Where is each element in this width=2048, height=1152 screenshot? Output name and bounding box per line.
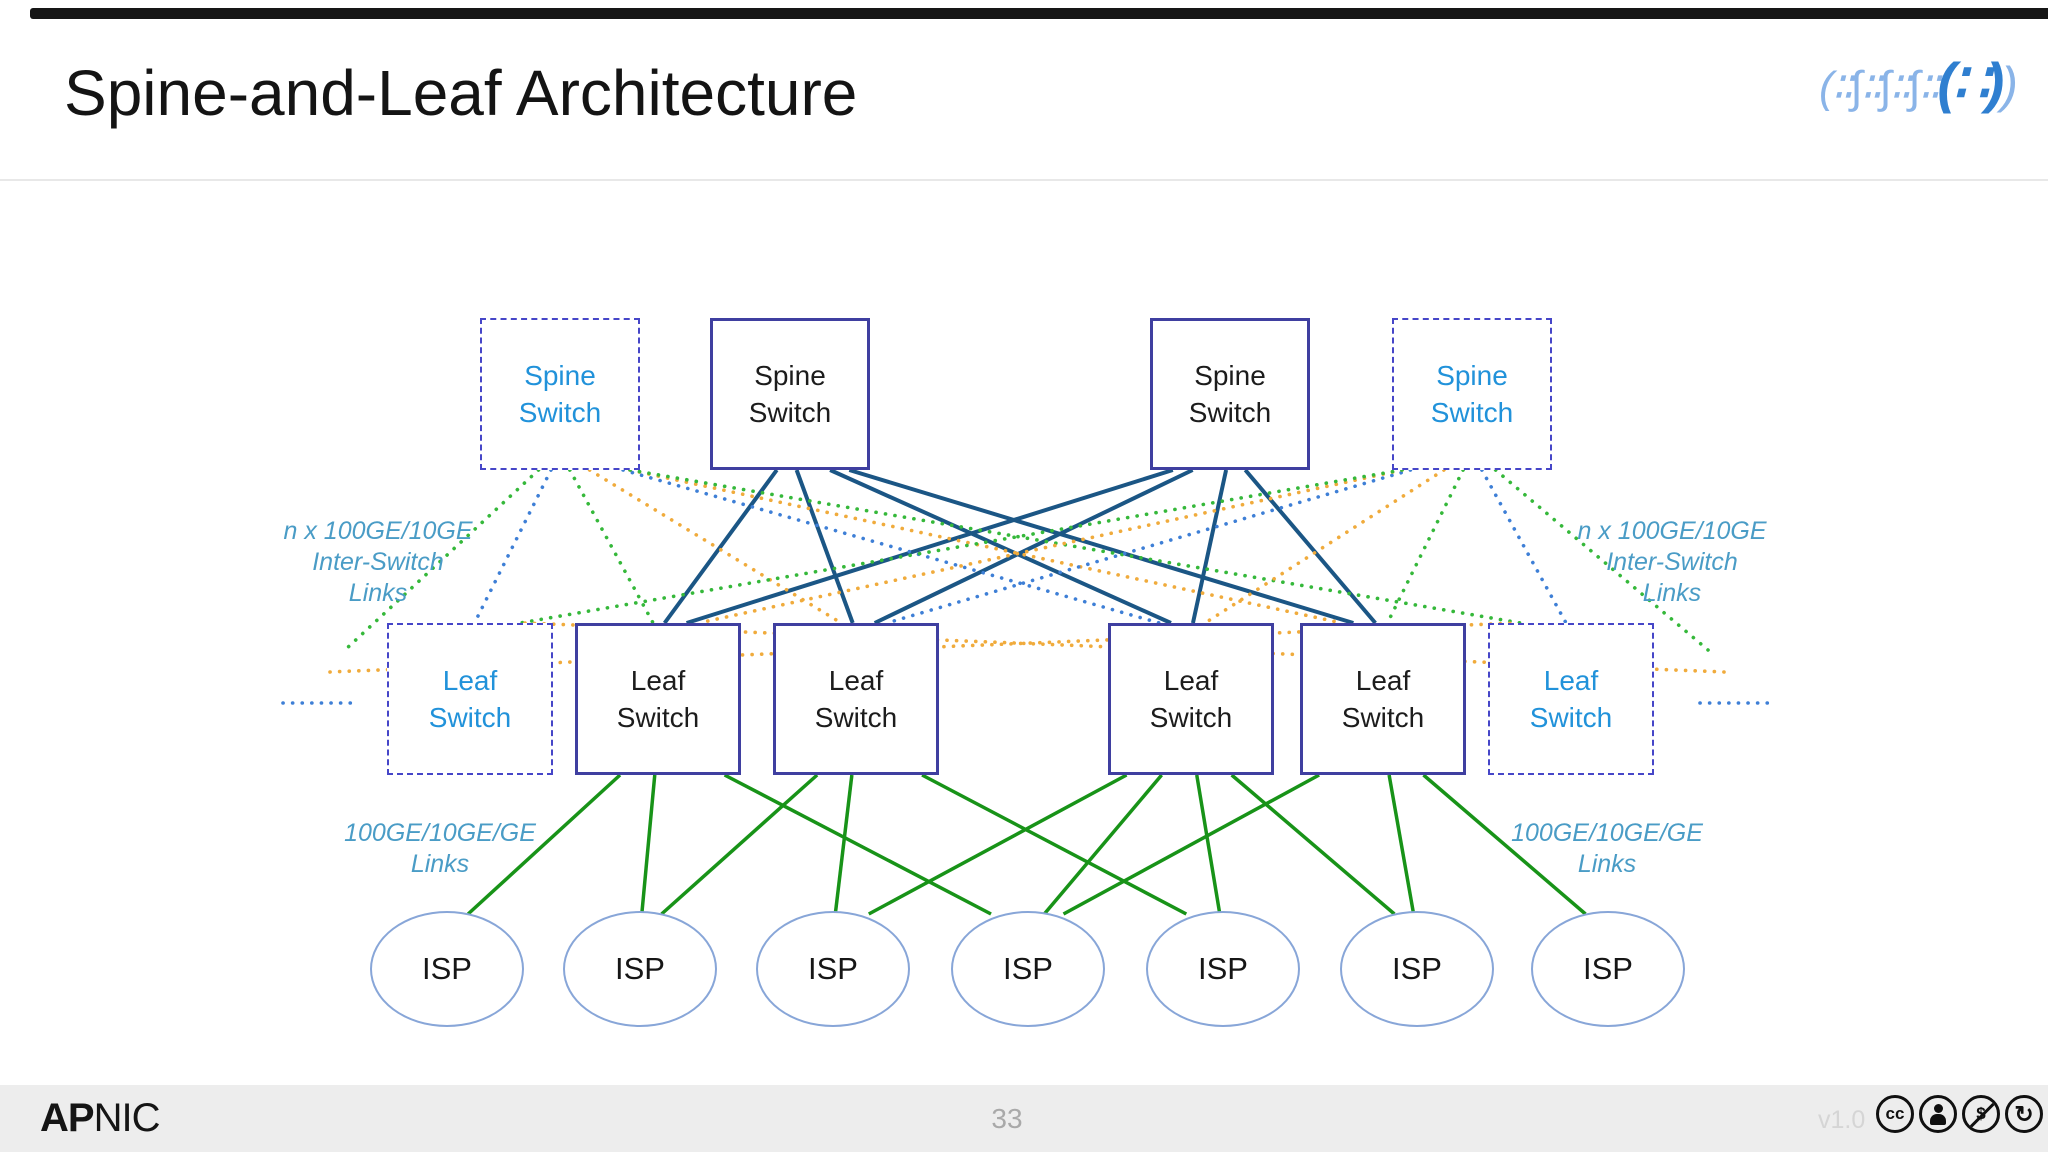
access-link xyxy=(1387,774,1416,915)
person-icon xyxy=(1930,1103,1946,1125)
top-accent-bar xyxy=(30,8,2048,19)
page-title: Spine-and-Leaf Architecture xyxy=(64,57,858,129)
redundant-link-dotted xyxy=(1385,468,1465,625)
redundant-link-dotted xyxy=(472,468,553,625)
label-line: Links xyxy=(410,850,470,878)
inter-switch-link xyxy=(1243,468,1377,625)
apnic-wordmark: APNIC xyxy=(40,1096,161,1141)
label-line: Links xyxy=(1577,850,1637,878)
label-line: Links xyxy=(348,579,408,607)
cc-sa-icon: ↻ xyxy=(2005,1095,2043,1133)
inter-switch-link xyxy=(685,468,1174,625)
apnic-dots-logo: (∶∶∫∶∶∫∶∶∫∶∶(∷)) xyxy=(1819,48,2018,133)
circular-arrow-icon: ↻ xyxy=(2014,1100,2034,1127)
redundant-link-dotted xyxy=(518,468,1404,625)
leaf-switch-box: Leaf Switch xyxy=(575,623,741,775)
apnic-wordmark-bold: AP xyxy=(40,1096,95,1140)
label-line: n x 100GE/10GE xyxy=(1577,517,1767,545)
header-divider xyxy=(0,179,2048,181)
label-line: 100GE/10GE/GE xyxy=(344,819,536,847)
cc-nc-icon: $ xyxy=(1962,1095,2000,1133)
label-line: Links xyxy=(1642,579,1702,607)
redundant-link-dotted xyxy=(628,468,1344,625)
spine-switch-box: Spine Switch xyxy=(1392,318,1552,470)
leaf-switch-box: Leaf Switch xyxy=(1488,623,1654,775)
isp-node: ISP xyxy=(756,911,910,1027)
cc-icon: cc xyxy=(1876,1095,1914,1133)
label-line: Inter-Switch xyxy=(312,548,444,576)
access-link xyxy=(867,773,1128,916)
isp-node: ISP xyxy=(1146,911,1300,1027)
access-link xyxy=(660,773,819,916)
redundant-link-dotted xyxy=(1203,468,1446,625)
redundant-link-dotted xyxy=(628,468,1523,625)
access-links-label-left: 100GE/10GE/GE Links xyxy=(344,818,536,880)
inter-switch-link xyxy=(873,468,1194,625)
spine-switch-box: Spine Switch xyxy=(480,318,640,470)
redundant-link-dotted xyxy=(1493,468,1710,652)
redundant-link-dotted xyxy=(1480,468,1568,625)
access-link xyxy=(723,773,992,916)
page-number: 33 xyxy=(991,1103,1023,1134)
spine-switch-box: Spine Switch xyxy=(1150,318,1310,470)
redundant-link-dotted xyxy=(567,468,655,625)
isp-node: ISP xyxy=(563,911,717,1027)
isp-node: ISP xyxy=(951,911,1105,1027)
redundant-link-dotted xyxy=(343,468,541,652)
access-link xyxy=(921,773,1188,916)
spine-switch-box: Spine Switch xyxy=(710,318,870,470)
label-line: n x 100GE/10GE xyxy=(283,517,473,545)
cc-by-icon xyxy=(1919,1095,1957,1133)
access-link xyxy=(1042,773,1163,916)
access-link xyxy=(1062,773,1320,916)
inter-switch-link xyxy=(829,468,1172,625)
apnic-wordmark-regular: NIC xyxy=(93,1096,161,1140)
inter-switch-link xyxy=(794,469,855,624)
redundant-link-dotted xyxy=(587,468,844,625)
access-link xyxy=(1195,774,1222,915)
isp-node: ISP xyxy=(370,911,524,1027)
inter-switch-links-label-left: n x 100GE/10GE Inter-Switch Links xyxy=(283,516,472,609)
inter-switch-link xyxy=(662,468,779,625)
access-link xyxy=(833,774,854,915)
access-link xyxy=(466,773,622,916)
cc-icon-label: cc xyxy=(1885,1104,1905,1123)
access-links-label-right: 100GE/10GE/GE Links xyxy=(1511,818,1703,880)
leaf-switch-box: Leaf Switch xyxy=(387,623,553,775)
label-line: 100GE/10GE/GE xyxy=(1511,819,1703,847)
logo-glyphs-dark: (∷) xyxy=(1937,51,2004,114)
leaf-switch-box: Leaf Switch xyxy=(1108,623,1274,775)
logo-glyphs-light-end: ) xyxy=(2001,57,2018,113)
logo-glyphs-light: (∶∶∫∶∶∫∶∶∫∶∶ xyxy=(1818,63,1939,112)
footer-bar xyxy=(0,1085,2048,1152)
isp-node: ISP xyxy=(1340,911,1494,1027)
leaf-switch-box: Leaf Switch xyxy=(773,623,939,775)
access-link xyxy=(1230,773,1396,916)
inter-switch-link xyxy=(848,468,1354,625)
access-link xyxy=(1422,773,1587,916)
version-label: v1.0 xyxy=(1818,1106,1866,1134)
leaf-switch-box: Leaf Switch xyxy=(1300,623,1466,775)
access-link xyxy=(640,774,657,915)
isp-node: ISP xyxy=(1531,911,1685,1027)
cc-license-icons: cc $ ↻ xyxy=(1876,1095,2043,1133)
inter-switch-link xyxy=(1190,469,1229,624)
label-line: Inter-Switch xyxy=(1606,548,1738,576)
redundant-link-dotted xyxy=(621,468,1162,625)
inter-switch-links-label-right: n x 100GE/10GE Inter-Switch Links xyxy=(1577,516,1766,609)
